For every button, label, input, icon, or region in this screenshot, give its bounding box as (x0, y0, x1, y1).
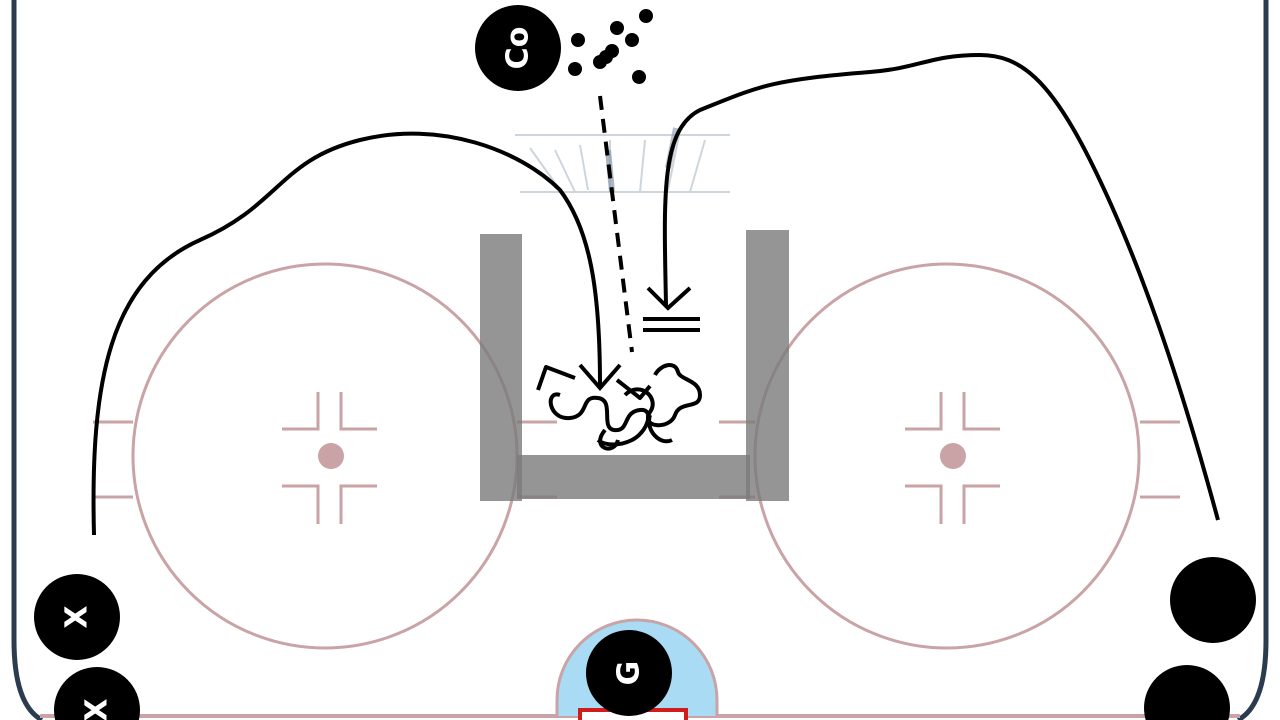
skate-path-right (662, 52, 1220, 521)
rink-boards (14, 0, 1266, 720)
faceoff-dot-left (318, 443, 344, 469)
skate-arrow-left (578, 363, 622, 392)
skate-path-left (91, 131, 602, 536)
pass-path (598, 95, 634, 353)
forward-right-2-player (1144, 665, 1230, 720)
puck-pile (568, 9, 653, 84)
forward-left-1-player: X (34, 574, 120, 660)
forward-right-1-player (1170, 557, 1256, 643)
coach-label: Co (501, 27, 536, 70)
u-barrier (480, 230, 789, 501)
board-left (11, 0, 44, 720)
forward-left-2-label: X (80, 698, 115, 720)
shot-squiggles (536, 363, 702, 451)
forward-left-2-player: X (54, 667, 140, 720)
forward-left-1-label: X (60, 605, 95, 628)
board-right (1236, 0, 1269, 720)
faceoff-dot-right (940, 443, 966, 469)
skate-arrow-right (646, 286, 692, 311)
coach-player: Co (475, 5, 561, 91)
goalie-label: G (612, 661, 647, 686)
goalie-player: G (586, 630, 672, 716)
